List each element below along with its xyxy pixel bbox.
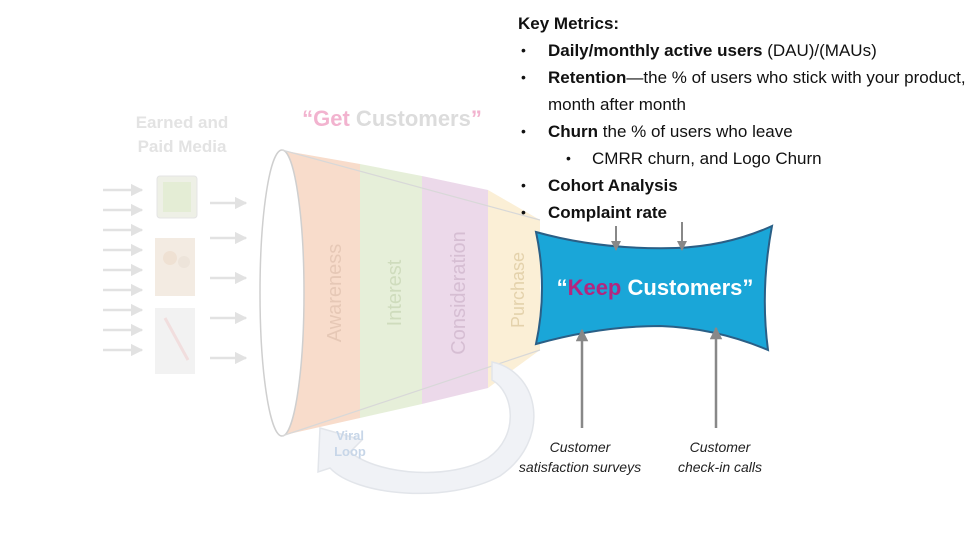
metric-retention: Retention—the % of users who stick with … bbox=[518, 64, 968, 118]
feedback-survey-line2: satisfaction surveys bbox=[519, 459, 641, 475]
metric-dau: Daily/monthly active users (DAU)/(MAUs) bbox=[518, 37, 968, 64]
get-word: Get bbox=[313, 106, 350, 131]
key-metrics-panel: Key Metrics: Daily/monthly active users … bbox=[518, 10, 968, 226]
metric-churn: Churn the % of users who leave bbox=[518, 118, 968, 145]
keep-customers-shape bbox=[534, 224, 774, 352]
metric-cohort: Cohort Analysis bbox=[518, 172, 968, 199]
stage-label-consideration: Consideration bbox=[448, 231, 470, 354]
feedback-calls-line1: Customer bbox=[690, 439, 752, 455]
keep-customers-label: “Keep Customers” bbox=[557, 275, 754, 300]
keep-word: Keep bbox=[568, 275, 622, 300]
funnel-stage-interest bbox=[360, 164, 422, 418]
viral-loop-label-line1: Viral bbox=[336, 428, 364, 443]
get-customers-heading: “Get Customers” bbox=[302, 106, 482, 131]
media-to-funnel-arrows bbox=[210, 196, 248, 365]
key-metrics-title: Key Metrics: bbox=[518, 14, 620, 33]
stage-label-awareness: Awareness bbox=[324, 244, 346, 343]
funnel-stage-purchase bbox=[488, 190, 540, 388]
media-image-pen bbox=[155, 308, 195, 374]
stage-label-interest: Interest bbox=[384, 259, 406, 326]
metric-complaint: Complaint rate bbox=[518, 199, 968, 226]
funnel-stage-consideration bbox=[422, 176, 488, 404]
feedback-survey-line1: Customer bbox=[550, 439, 612, 455]
key-metrics-list: Daily/monthly active users (DAU)/(MAUs) … bbox=[518, 37, 968, 226]
media-image-tablet bbox=[156, 175, 198, 219]
feedback-arrows bbox=[575, 326, 723, 428]
stage-label-purchase: Purchase bbox=[508, 252, 528, 328]
funnel bbox=[259, 149, 541, 437]
metric-churn-sub: CMRR churn, and Logo Churn bbox=[518, 145, 968, 172]
funnel-mouth bbox=[259, 149, 305, 437]
metric-arrows bbox=[611, 222, 687, 251]
media-label-line1: Earned and bbox=[136, 113, 229, 132]
viral-loop-label-line2: Loop bbox=[334, 444, 366, 459]
media-label-line2: Paid Media bbox=[138, 137, 227, 156]
media-image-people bbox=[155, 238, 195, 296]
feedback-calls-line2: check-in calls bbox=[678, 459, 762, 475]
incoming-arrows bbox=[103, 183, 144, 357]
viral-loop-arrow bbox=[317, 361, 535, 495]
